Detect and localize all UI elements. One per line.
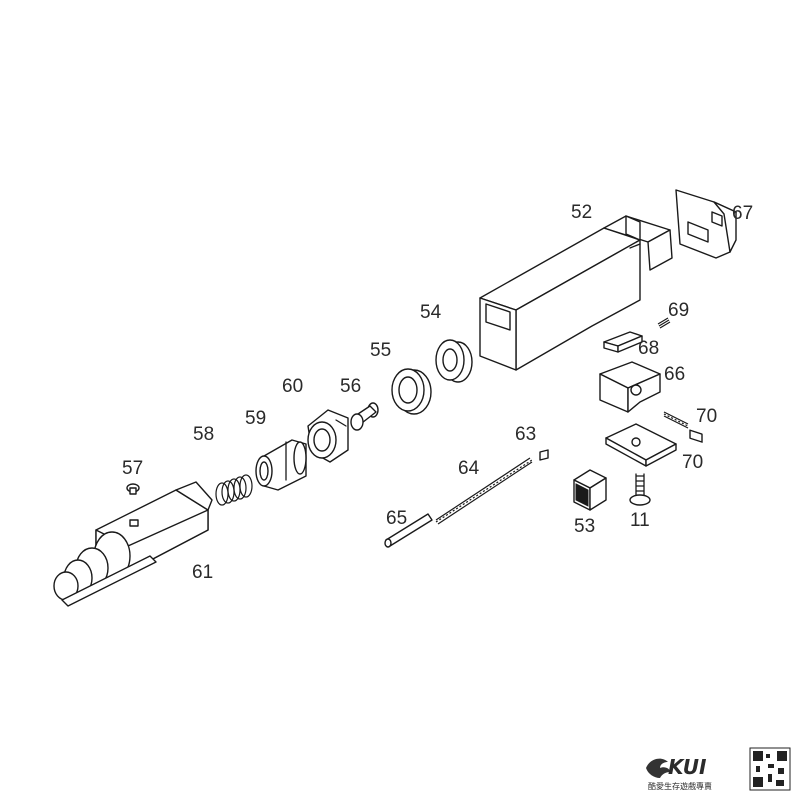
part-58-label: 58	[193, 424, 214, 445]
part-69-label: 69	[668, 300, 689, 321]
part-53-block	[573, 469, 607, 511]
qr-code-icon	[749, 747, 791, 791]
part-68-label: 68	[638, 338, 659, 359]
part-57-screw	[126, 483, 140, 495]
part-67-plate	[675, 189, 737, 443]
part-57-label: 57	[122, 458, 143, 479]
part-65-block	[599, 361, 661, 413]
part-11-screw	[629, 473, 651, 506]
part-60-nozzle-head	[307, 409, 349, 463]
part-65-label: 66	[664, 364, 685, 385]
part-70-label: 70	[682, 452, 703, 473]
part-66-spring	[663, 411, 689, 429]
part-55-label: 55	[370, 340, 391, 361]
part-63-spring	[435, 457, 533, 525]
part-67-label: 67	[732, 203, 753, 224]
part-66-label: 70	[696, 406, 717, 427]
part-54-seal	[435, 339, 473, 383]
part-52-label: 52	[571, 202, 592, 223]
part-63-label: 64	[458, 458, 480, 479]
part-52-housing	[479, 215, 673, 371]
part-56-label: 56	[340, 376, 361, 397]
part-61-label: 61	[192, 562, 213, 583]
dragon-mark-icon	[646, 758, 670, 778]
part-61-housing	[53, 481, 213, 607]
part-53-label: 53	[574, 516, 595, 537]
part-54-label: 54	[420, 302, 442, 323]
part-64-guide-rod	[384, 513, 433, 548]
part-56-screw	[350, 402, 379, 431]
part-68-lever	[603, 331, 643, 353]
part-11-label: 11	[630, 510, 650, 531]
part-69-spring	[657, 317, 671, 329]
part-62-cap	[539, 449, 549, 461]
part-60-label: 60	[282, 376, 303, 397]
part-59-nozzle	[255, 439, 307, 491]
part-70-plate	[605, 423, 677, 467]
part-64-label: 65	[386, 508, 407, 529]
brand-name: KUI	[668, 755, 707, 779]
part-62-label: 63	[515, 424, 536, 445]
brand-logo: KUI 酷愛生存遊戲專賣	[646, 747, 791, 791]
part-58-spring	[215, 474, 253, 506]
brand-tagline: 酷愛生存遊戲專賣	[648, 781, 712, 791]
part-59-label: 59	[245, 408, 266, 429]
part-55-oring	[391, 368, 432, 415]
